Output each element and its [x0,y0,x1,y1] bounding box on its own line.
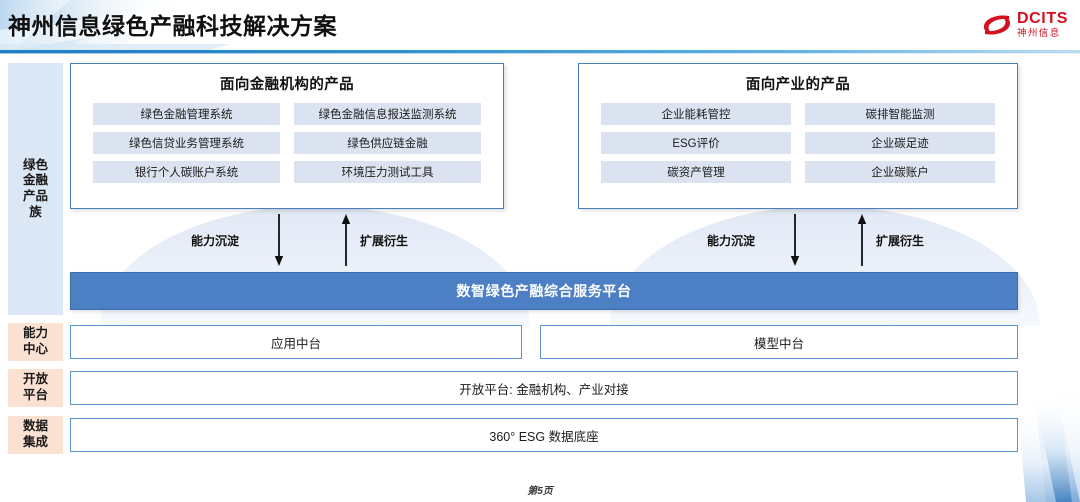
arrow-down-icon-left [274,214,284,266]
flow-label-expansion-derivation-right: 扩展衍生 [876,234,925,248]
product-item[interactable]: 绿色供应链金融 [294,132,481,154]
sidebar-label-text: 绿色金融产品族 [22,157,48,219]
product-item[interactable]: 绿色金融管理系统 [93,103,280,125]
flow-label-expansion-derivation-left: 扩展衍生 [360,234,409,248]
capability-center-model[interactable]: 模型中台 [540,325,1018,359]
flow-label-capability-precipitation-left: 能力沉淀 [191,234,240,248]
product-item[interactable]: 企业碳足迹 [805,132,995,154]
product-item[interactable]: 碳排智能监测 [805,103,995,125]
product-item[interactable]: 绿色金融信息报送监测系统 [294,103,481,125]
arrow-up-icon-right [857,214,867,266]
sidebar-item-capability-center[interactable]: 能力中心 [8,323,63,361]
flow-label-capability-precipitation-right: 能力沉淀 [707,234,756,248]
header-divider [0,50,1080,53]
data-integration-row[interactable]: 360° ESG 数据底座 [70,418,1018,452]
sidebar-item-green-finance-products[interactable]: 绿色金融产品族 [8,63,63,315]
product-item[interactable]: 环境压力测试工具 [294,161,481,183]
product-item[interactable]: 碳资产管理 [601,161,791,183]
page-title: 神州信息绿色产融科技解决方案 [8,13,337,39]
panel-title: 面向金融机构的产品 [219,77,355,93]
panel-financial-institution-products: 面向金融机构的产品 绿色金融管理系统 绿色金融信息报送监测系统 绿色信贷业务管理… [70,63,504,209]
panel-product-grid: 企业能耗管控 碳排智能监测 ESG评价 企业碳足迹 碳资产管理 企业碳账户 [579,94,1017,183]
slide-canvas: 绿色金融产品族 能力中心 开放平台 数据集成 面向金融机构的产品 绿色金融管理系… [0,54,1080,502]
open-platform-row[interactable]: 开放平台: 金融机构、产业对接 [70,371,1018,405]
page-header: 神州信息绿色产融科技解决方案 DCITS 神州信息 [0,0,1080,53]
logo-brand-cn: 神州信息 [1017,28,1061,40]
sidebar-item-data-integration[interactable]: 数据集成 [8,416,63,454]
sidebar-item-open-platform[interactable]: 开放平台 [8,369,63,407]
logo-brand-en: DCITS [1017,10,1068,28]
sidebar-label-text: 能力中心 [22,326,48,356]
panel-industry-products: 面向产业的产品 企业能耗管控 碳排智能监测 ESG评价 企业碳足迹 碳资产管理 … [578,63,1018,209]
page-number-footer: 第5页 [527,486,553,497]
arrow-up-icon-left [341,214,351,266]
capability-center-application[interactable]: 应用中台 [70,325,522,359]
platform-bar[interactable]: 数智绿色产融综合服务平台 [70,272,1018,310]
sidebar-label-text: 开放平台 [22,372,48,402]
product-item[interactable]: 绿色信贷业务管理系统 [93,132,280,154]
brand-logo: DCITS 神州信息 [982,8,1068,42]
sidebar-label-text: 数据集成 [22,419,48,449]
panel-product-grid: 绿色金融管理系统 绿色金融信息报送监测系统 绿色信贷业务管理系统 绿色供应链金融… [71,94,503,183]
panel-title: 面向产业的产品 [745,77,851,93]
dcits-swirl-icon [983,15,1011,35]
header-divider-secondary [0,53,1080,54]
arrow-down-icon-right [790,214,800,266]
product-item[interactable]: 企业碳账户 [805,161,995,183]
product-item[interactable]: 企业能耗管控 [601,103,791,125]
product-item[interactable]: 银行个人碳账户系统 [93,161,280,183]
product-item[interactable]: ESG评价 [601,132,791,154]
